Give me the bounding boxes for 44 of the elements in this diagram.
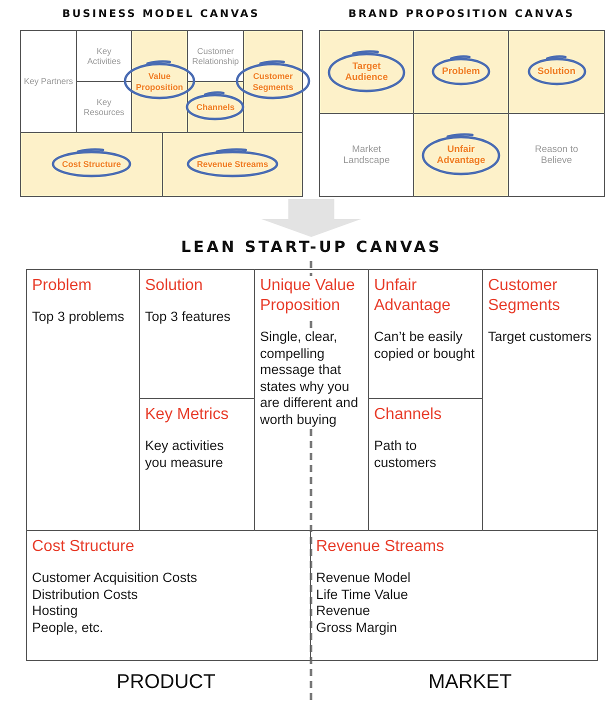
section-label: Target Audience xyxy=(344,60,389,84)
section-label: Key Resources xyxy=(82,96,126,118)
section-label: Market Landscape xyxy=(342,144,391,166)
canvas-section xyxy=(20,30,77,133)
section-label: Solution xyxy=(538,66,576,78)
section-label: Reason to Believe xyxy=(534,144,580,166)
section-item: People, etc. xyxy=(32,620,104,636)
section-item: Gross Margin xyxy=(316,620,398,636)
canvas-section xyxy=(162,132,303,197)
canvas-section xyxy=(310,530,598,661)
arrow xyxy=(261,199,362,237)
section-label: Key Partners xyxy=(24,76,74,87)
canvas-title: BUSINESS MODEL CANVAS xyxy=(62,8,260,20)
canvas-title: LEAN START-UP CANVAS xyxy=(180,238,442,256)
section-label: Revenue Streams xyxy=(196,159,268,170)
section-label: Channels xyxy=(196,102,235,112)
zone-label: PRODUCT xyxy=(116,671,216,694)
section-label: Customer Relationship xyxy=(191,46,240,66)
canvas-section xyxy=(413,30,509,114)
section-item: Customer Acquisition Costs xyxy=(32,570,198,586)
canvas-section xyxy=(508,30,605,114)
section-description: Top 3 problems xyxy=(32,309,124,326)
zone-label: MARKET xyxy=(428,671,512,694)
canvas-section xyxy=(319,30,414,114)
canvas-section xyxy=(26,269,140,531)
canvas-section xyxy=(26,530,311,661)
canvas-section xyxy=(319,113,414,197)
canvas-section xyxy=(187,81,244,133)
section-description: Top 3 features xyxy=(145,309,231,326)
section-description: Target customers xyxy=(488,329,592,346)
section-heading: Key Metrics xyxy=(145,405,229,425)
section-label: Key Activities xyxy=(86,46,122,66)
section-label: Value Proposition xyxy=(134,71,184,92)
canvas-section xyxy=(413,113,509,197)
section-label: Customer Segments xyxy=(252,71,294,92)
canvas-section xyxy=(482,269,598,531)
section-label: Unfair Advantage xyxy=(436,144,486,166)
section-label: Problem xyxy=(442,66,480,78)
canvas-section xyxy=(20,132,163,197)
section-label: Cost Structure xyxy=(62,159,122,170)
section-item: Hosting xyxy=(32,603,78,620)
canvas-section xyxy=(508,113,605,197)
section-description: Can’t be easily copied or bought xyxy=(374,329,477,362)
canvas-title: BRAND PROPOSITION CANVAS xyxy=(348,8,575,20)
